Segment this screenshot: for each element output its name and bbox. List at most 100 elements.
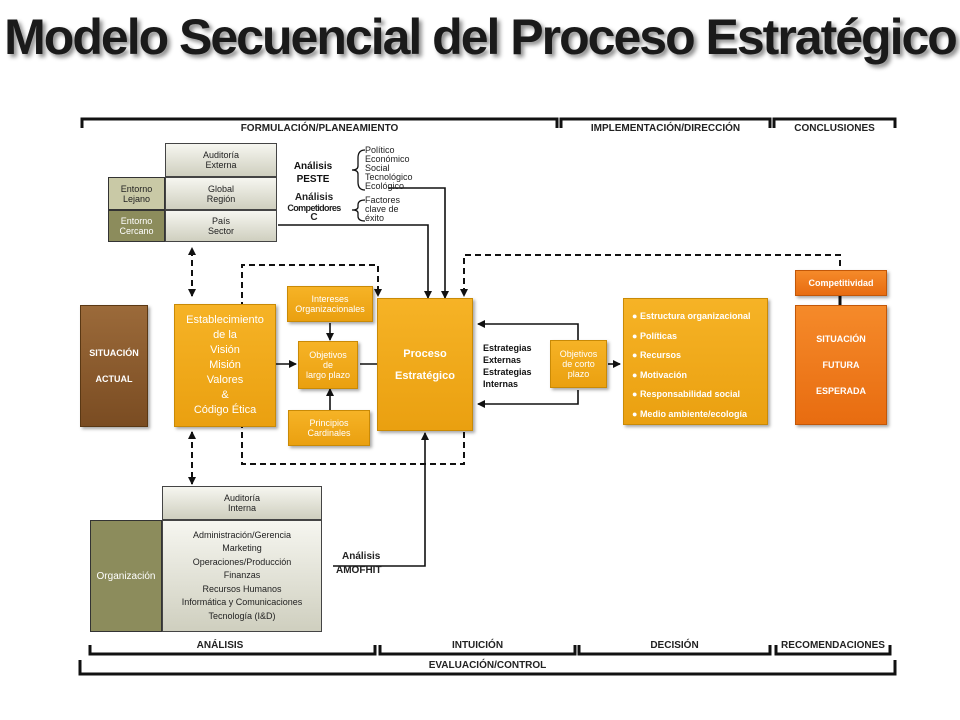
phase-recommendations: RECOMENDACIONES: [781, 640, 885, 651]
peste-item: Económico: [365, 154, 410, 164]
bottom-bracket-decision: [577, 645, 772, 656]
establishment-box: Establecimiento de la Visión Misión Valo…: [174, 304, 276, 427]
peste-item: Ecológico: [365, 181, 405, 191]
establishment-line: de la: [213, 329, 237, 341]
internal-audit-item: Finanzas: [223, 570, 261, 581]
phase-formulation: FORMULACIÓN/PLANEAMIENTO: [240, 123, 399, 134]
page-title: Modelo Secuencial del Proceso Estratégic…: [4, 9, 958, 65]
external-audit-title-line: Auditoría: [202, 150, 240, 160]
long-term-line: de: [322, 360, 333, 370]
external-audit-title: Auditoría Externa: [165, 143, 277, 177]
implementation-item: ● Motivación: [632, 369, 687, 380]
bottom-bracket-analysis: [88, 645, 377, 656]
strategies-labels: Estrategias Externas Estrategias Interna…: [483, 342, 532, 390]
strategic-process-box: Proceso Estratégico: [377, 298, 473, 431]
long-term-line: Objetivos: [309, 350, 347, 360]
strategic-process-line: Estratégico: [395, 369, 455, 382]
near-environment-label: Entorno Cercano: [108, 210, 165, 242]
peste-item: Tecnológico: [365, 172, 413, 182]
competitors-label-line: Análisis: [294, 192, 334, 203]
top-bracket-implementation: [559, 117, 772, 128]
phase-conclusions: CONCLUSIONES: [794, 123, 875, 134]
current-situation-line: SITUACIÓN: [89, 348, 139, 358]
establishment-line: Misión: [209, 359, 241, 371]
short-term-objectives-box: Objetivos de corto plazo: [550, 340, 607, 388]
short-term-line: plazo: [567, 369, 590, 379]
internal-audit-item: Tecnología (I&D): [208, 610, 276, 621]
near-environment-items: País Sector: [165, 210, 277, 242]
peste-label-line: Análisis: [293, 161, 333, 172]
competitors-item: clave de: [365, 204, 399, 214]
implementation-item: ● Recursos: [632, 350, 681, 360]
amofhit-analysis-label: Análisis AMOFHIT: [336, 550, 382, 578]
current-situation-line: ACTUAL: [95, 374, 133, 384]
implementation-item: ● Medio ambiente/ecología: [632, 408, 747, 419]
peste-analysis-label: Análisis PESTE: [288, 160, 338, 186]
long-term-objectives-box: Objetivos de largo plazo: [298, 341, 358, 389]
internal-audit-item: Informática y Comunicaciones: [181, 597, 303, 608]
interests-line: Intereses: [311, 294, 349, 304]
peste-item: Social: [365, 163, 390, 173]
phase-analysis: ANÁLISIS: [196, 640, 244, 651]
competitors-items: Factores clave de éxito: [365, 196, 400, 223]
internal-audit-item: Marketing: [222, 543, 262, 554]
near-environment-item: Sector: [207, 226, 234, 236]
short-term-line: Objetivos: [559, 349, 598, 359]
bottom-bracket-intuition: [378, 645, 577, 656]
bottom-bracket-evaluation: [78, 660, 897, 676]
far-environment-item: Región: [206, 193, 236, 204]
establishment-line: &: [221, 389, 229, 401]
establishment-line: Valores: [206, 374, 244, 386]
strategic-process-line: Proceso: [403, 347, 447, 360]
internal-audit-items: Administración/Gerencia Marketing Operac…: [162, 520, 322, 632]
establishment-line: Establecimiento: [186, 314, 264, 326]
competitors-analysis-label: Análisis Competidores C: [284, 193, 344, 223]
future-situation-box: SITUACIÓN FUTURA ESPERADA: [795, 305, 887, 425]
competitors-item: Factores: [365, 195, 401, 205]
establishment-line: Visión: [210, 344, 240, 356]
principles-line: Cardinales: [307, 428, 351, 438]
competitors-label-line: Competidores: [287, 203, 341, 213]
far-environment-label: Entorno Lejano: [108, 177, 165, 210]
future-situation-line: ESPERADA: [815, 386, 866, 396]
long-term-line: largo plazo: [305, 370, 351, 380]
cardinal-principles-box: Principios Cardinales: [288, 410, 370, 446]
implementation-list-box: ● Estructura organizacional ● Políticas …: [623, 298, 768, 425]
top-bracket-formulation: [80, 117, 559, 128]
organizational-interests-box: Intereses Organizacionales: [287, 286, 373, 322]
near-environment-label-line: Cercano: [119, 226, 154, 236]
internal-audit-title-line: Auditoría: [223, 493, 261, 503]
strategies-line: Estrategias: [483, 367, 532, 377]
internal-audit-title: Auditoría Interna: [162, 486, 322, 520]
far-environment-label-line: Entorno: [120, 183, 153, 194]
near-environment-item: País: [211, 216, 230, 226]
competitors-item: éxito: [365, 213, 385, 223]
organization-label: Organización: [90, 520, 162, 632]
internal-audit-item: Recursos Humanos: [202, 583, 282, 594]
peste-items: Político Económico Social Tecnológico Ec…: [365, 146, 413, 191]
near-environment-label-line: Entorno: [120, 216, 153, 226]
far-environment-label-line: Lejano: [122, 193, 151, 204]
strategies-line: Internas: [483, 379, 519, 389]
implementation-item: ● Políticas: [632, 330, 677, 341]
peste-item: Político: [365, 145, 395, 155]
strategies-line: Estrategias: [483, 343, 532, 353]
bottom-bracket-recommendations: [774, 645, 892, 656]
competitors-label-line: C: [310, 212, 318, 223]
far-environment-items: Global Región: [165, 177, 277, 210]
future-situation-line: SITUACIÓN: [816, 334, 866, 344]
amofhit-label-line: AMOFHIT: [336, 565, 382, 576]
internal-audit-title-line: Interna: [227, 503, 257, 513]
strategies-line: Externas: [483, 355, 522, 365]
internal-audit-item: Operaciones/Producción: [192, 556, 292, 567]
current-situation-box: SITUACIÓN ACTUAL: [80, 305, 148, 427]
competitiveness-box: Competitividad: [795, 270, 887, 296]
phase-decision: DECISIÓN: [650, 640, 699, 651]
interests-line: Organizacionales: [295, 304, 365, 314]
far-environment-item: Global: [207, 183, 234, 194]
phase-intuition: INTUICIÓN: [451, 640, 504, 651]
peste-label-line: PESTE: [296, 174, 330, 185]
implementation-item: ● Estructura organizacional: [632, 311, 751, 321]
top-bracket-conclusions: [772, 117, 897, 128]
principles-line: Principios: [309, 418, 349, 428]
